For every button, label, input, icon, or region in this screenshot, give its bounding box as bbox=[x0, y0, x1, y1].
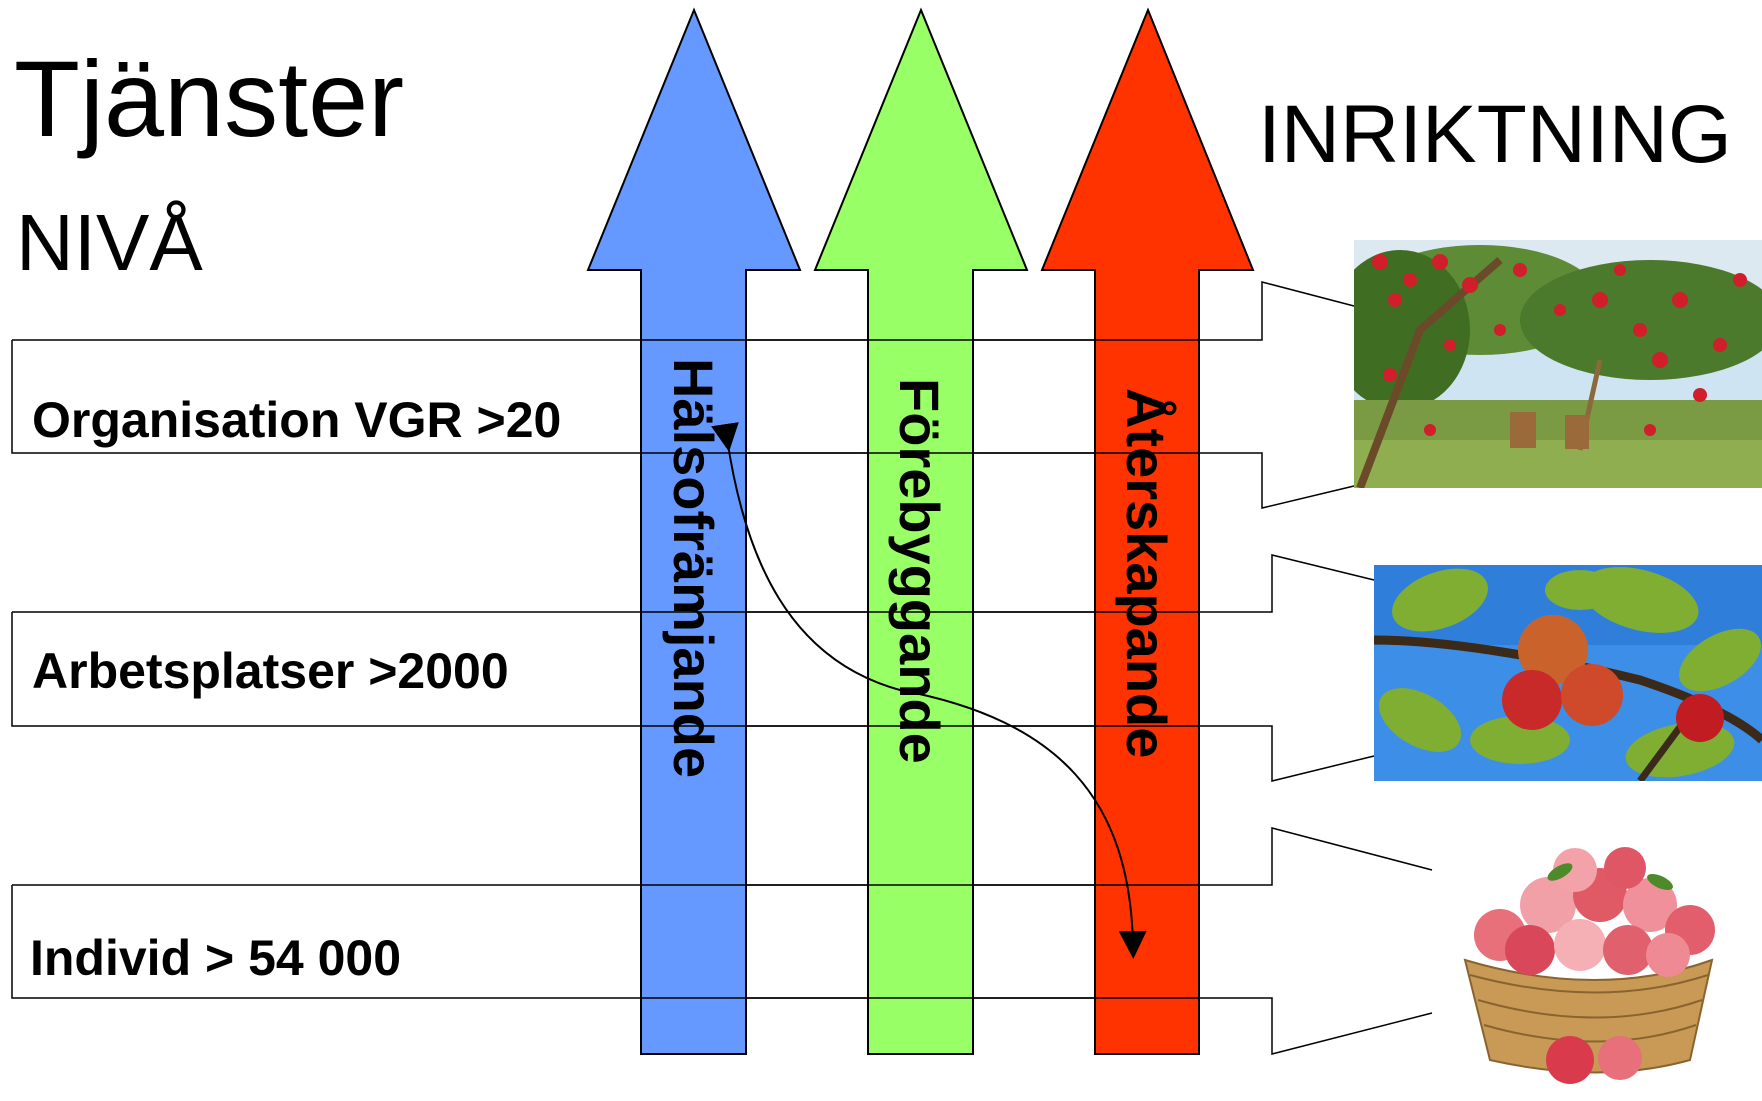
arrow-label-forebyggande: Förebyggande bbox=[888, 378, 951, 764]
flow-connector-arrow bbox=[711, 422, 1147, 959]
page-subtitle: NIVÅ bbox=[16, 198, 203, 287]
arrow-aterskapande bbox=[1040, 7, 1255, 1055]
level-label-individ: Individ > 54 000 bbox=[30, 930, 401, 986]
right-title: INRIKTNING bbox=[1258, 89, 1732, 180]
page-title: Tjänster bbox=[14, 38, 404, 159]
arrow-label-aterskapande: Återskapande bbox=[1115, 388, 1178, 758]
level-box-organisation bbox=[11, 281, 1355, 509]
level-label-arbetsplatser: Arbetsplatser >2000 bbox=[32, 643, 509, 699]
level-label-organisation: Organisation VGR >20 bbox=[32, 392, 561, 448]
apple-basket-image bbox=[1463, 847, 1715, 1084]
orchard-image bbox=[1354, 240, 1762, 488]
arrow-halsoframjande bbox=[586, 7, 802, 1055]
branch-apples-image bbox=[1374, 565, 1762, 781]
arrow-label-halsoframjande: Hälsofrämjande bbox=[662, 358, 725, 778]
